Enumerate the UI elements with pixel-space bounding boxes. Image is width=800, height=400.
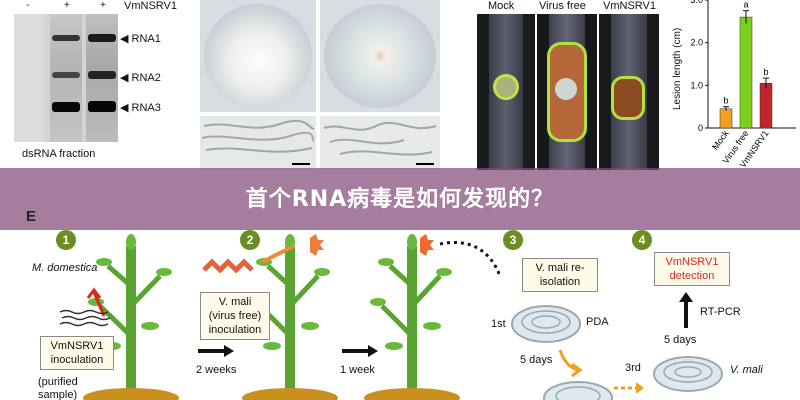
virus-lines (59, 309, 111, 327)
lane-label-2: + (64, 0, 70, 11)
third-label: 3rd (625, 362, 641, 374)
step-circle-1: 1 (56, 230, 76, 250)
banner-title: 首个RNA病毒是如何发现的？ (245, 187, 555, 212)
vmali-label: V. mali (730, 364, 763, 376)
lane-label-1: - (26, 0, 30, 11)
gel-image (14, 14, 118, 142)
significance-letter: a (743, 0, 748, 10)
plant-3 (364, 234, 500, 400)
plate-virus-free (204, 4, 312, 108)
lesion-label-mock: Mock (488, 0, 515, 12)
band-label-rna3: ◀ RNA3 (120, 102, 161, 114)
bar-vmnsrv1 (759, 82, 773, 129)
vmnsrv1-inoculation-box: VmNSRV1 inoculation (40, 336, 114, 370)
lesion-photo-virus-free (537, 14, 597, 170)
gel-caption: dsRNA fraction (22, 148, 96, 160)
five-days-label-a: 5 days (520, 354, 553, 366)
significance-letter: b (763, 67, 768, 77)
y-tick-label: 1.0 (690, 80, 703, 90)
two-weeks-label: 2 weeks (196, 364, 237, 376)
bar-virus-free (739, 16, 753, 129)
purified-sample-label: (purified sample) (38, 376, 78, 400)
curved-arrow-icon (558, 349, 583, 378)
plate-vmnsrv1 (324, 4, 436, 108)
arrow-1week-icon (342, 345, 378, 357)
significance-letter: b (723, 96, 728, 106)
petri-dish-1 (511, 305, 581, 343)
lesion-label-vmnsrv1: VmNSRV1 (603, 0, 656, 12)
hyphae-image-left (200, 116, 316, 170)
lane-label-3: + (100, 0, 106, 11)
rtpcr-label: RT-PCR (700, 306, 741, 318)
vmali-inoculation-box: V. mali (virus free) inoculation (200, 292, 270, 340)
detection-box: VmNSRV1 detection (654, 252, 730, 286)
step-circle-3: 3 (503, 230, 523, 250)
band-label-rna1: ◀ RNA1 (120, 33, 161, 45)
host-label: M. domestica (32, 262, 98, 274)
petri-dish-3 (653, 356, 723, 392)
hyphae-image-right (320, 116, 440, 170)
section-letter: E (26, 208, 37, 225)
gel-strain-label: VmNSRV1 (124, 0, 177, 12)
band-label-rna2: ◀ RNA2 (120, 72, 161, 84)
chart-ylabel: Lesion length (cm) (672, 27, 683, 110)
y-tick-label: 0 (698, 123, 703, 133)
lesion-photo-mock (477, 14, 535, 170)
reisolation-box: V. mali re-isolation (522, 258, 598, 292)
first-label: 1st (491, 318, 506, 330)
title-banner (0, 168, 800, 230)
dotted-arrow-icon (614, 382, 644, 394)
one-week-label: 1 week (340, 364, 375, 376)
five-days-label-b: 5 days (664, 334, 697, 346)
mycelium-zigzag (202, 258, 254, 274)
step-circle-2: 2 (240, 230, 260, 250)
y-tick-label: 3.0 (690, 0, 703, 5)
y-tick-label: 2.0 (690, 38, 703, 48)
arrow-2weeks-icon (198, 345, 234, 357)
pda-label: PDA (586, 316, 609, 328)
step-circle-4: 4 (632, 230, 652, 250)
lesion-photo-vmnsrv1 (599, 14, 659, 170)
up-arrow-icon (679, 292, 693, 328)
bar-mock (719, 108, 733, 129)
petri-dish-2 (543, 381, 613, 400)
lesion-label-virus-free: Virus free (539, 0, 586, 12)
